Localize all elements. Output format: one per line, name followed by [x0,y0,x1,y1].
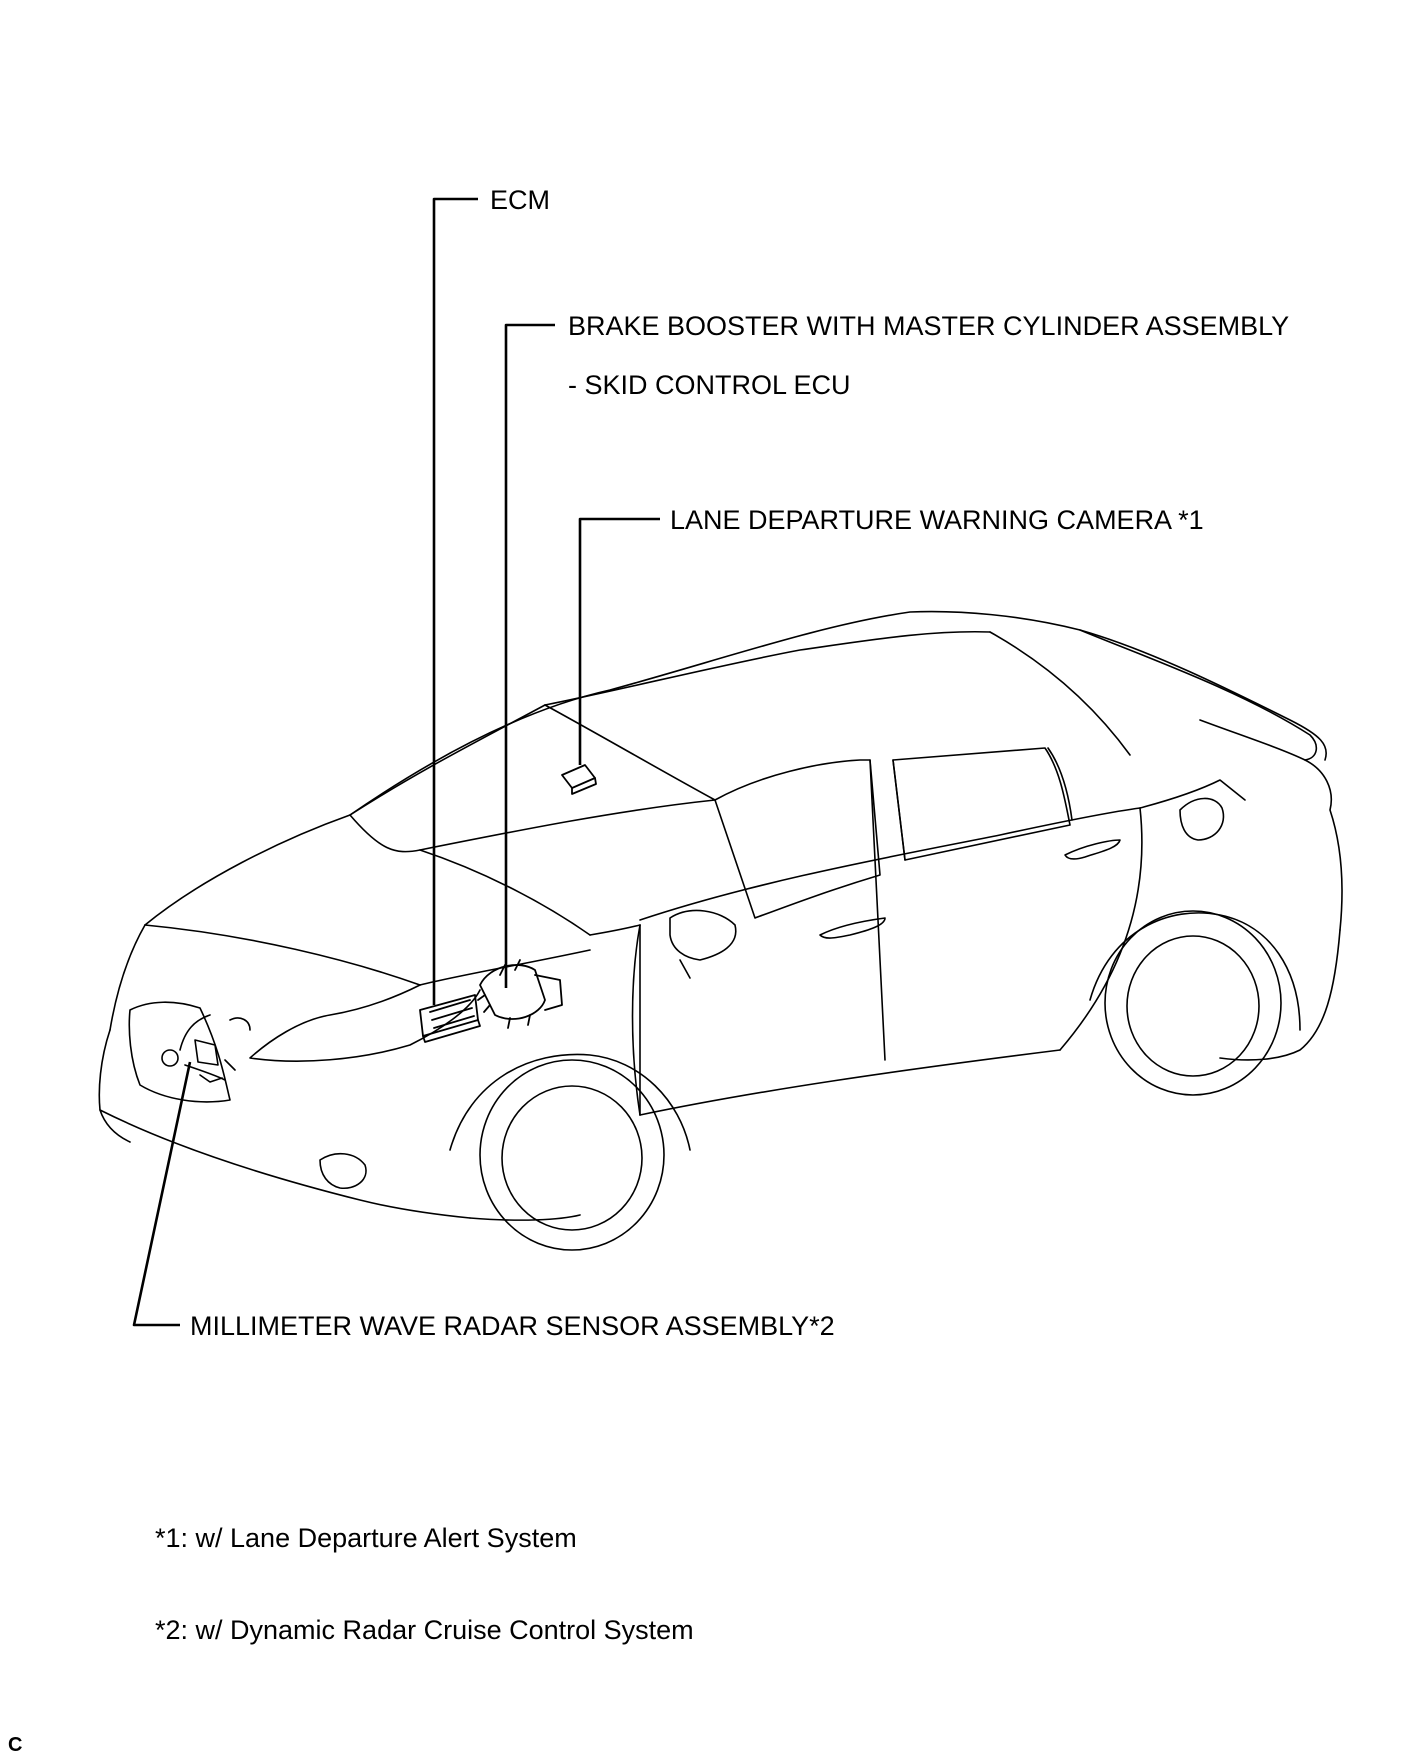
corner-mark: C [8,1734,23,1756]
skid-control-ecu-label: - SKID CONTROL ECU [568,370,851,400]
rear-wheel [1104,910,1282,1096]
footnote-1: *1: w/ Lane Departure Alert System [155,1523,577,1553]
radar-sensor-leader-line [132,1061,192,1327]
car-body-outline [98,610,1343,1221]
brake-booster-leader-line [504,323,555,988]
radar-sensor-component [161,1014,251,1083]
lane-camera-leader-line [578,517,660,765]
radar-sensor-label: MILLIMETER WAVE RADAR SENSOR ASSEMBLY*2 [190,1311,835,1341]
ecm-label: ECM [490,185,550,215]
lane-camera-component [561,764,597,795]
leader-lines [132,197,660,1327]
front-wheel [479,1059,665,1251]
footnote-2: *2: w/ Dynamic Radar Cruise Control Syst… [155,1615,694,1645]
lane-camera-label: LANE DEPARTURE WARNING CAMERA *1 [670,505,1204,535]
ecm-leader-line [432,197,478,1005]
brake-booster-label: BRAKE BOOSTER WITH MASTER CYLINDER ASSEM… [568,311,1290,341]
ecm-component [419,994,481,1043]
brake-booster-component [477,959,563,1029]
